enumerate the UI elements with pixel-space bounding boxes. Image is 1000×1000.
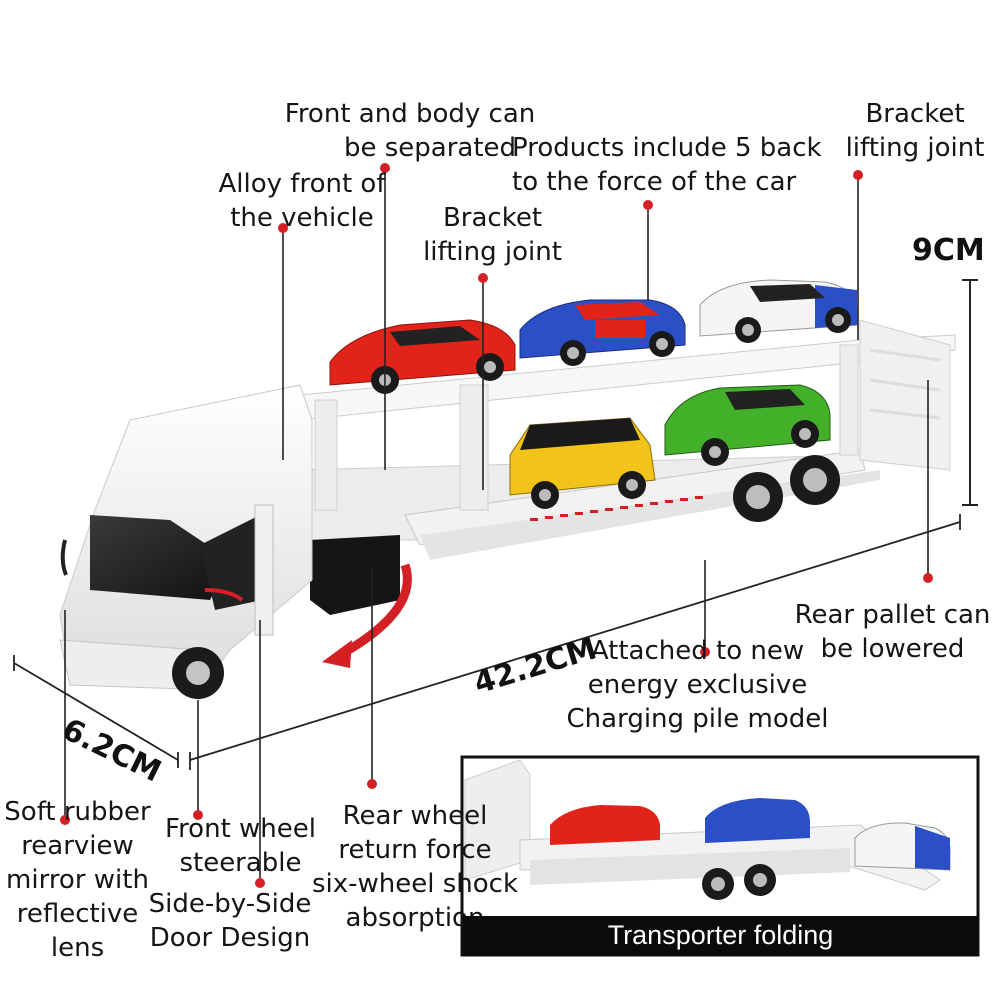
inset-caption: Transporter folding — [607, 920, 834, 950]
car-yellow — [509, 417, 656, 509]
height-dimension-line — [962, 279, 978, 506]
inset-caption-bar: Transporter folding — [463, 916, 978, 956]
car-white — [699, 279, 858, 343]
height-dimension-label: 9CM — [912, 233, 985, 268]
car-blue — [519, 299, 686, 366]
leader-lines — [64, 168, 929, 883]
width-dimension-line — [13, 655, 179, 768]
trailer — [299, 319, 956, 615]
car-green — [664, 384, 831, 466]
truck-cab — [59, 384, 412, 699]
length-dimension-line — [189, 514, 961, 770]
leader-dots — [60, 163, 933, 888]
inset-photo — [460, 755, 980, 957]
